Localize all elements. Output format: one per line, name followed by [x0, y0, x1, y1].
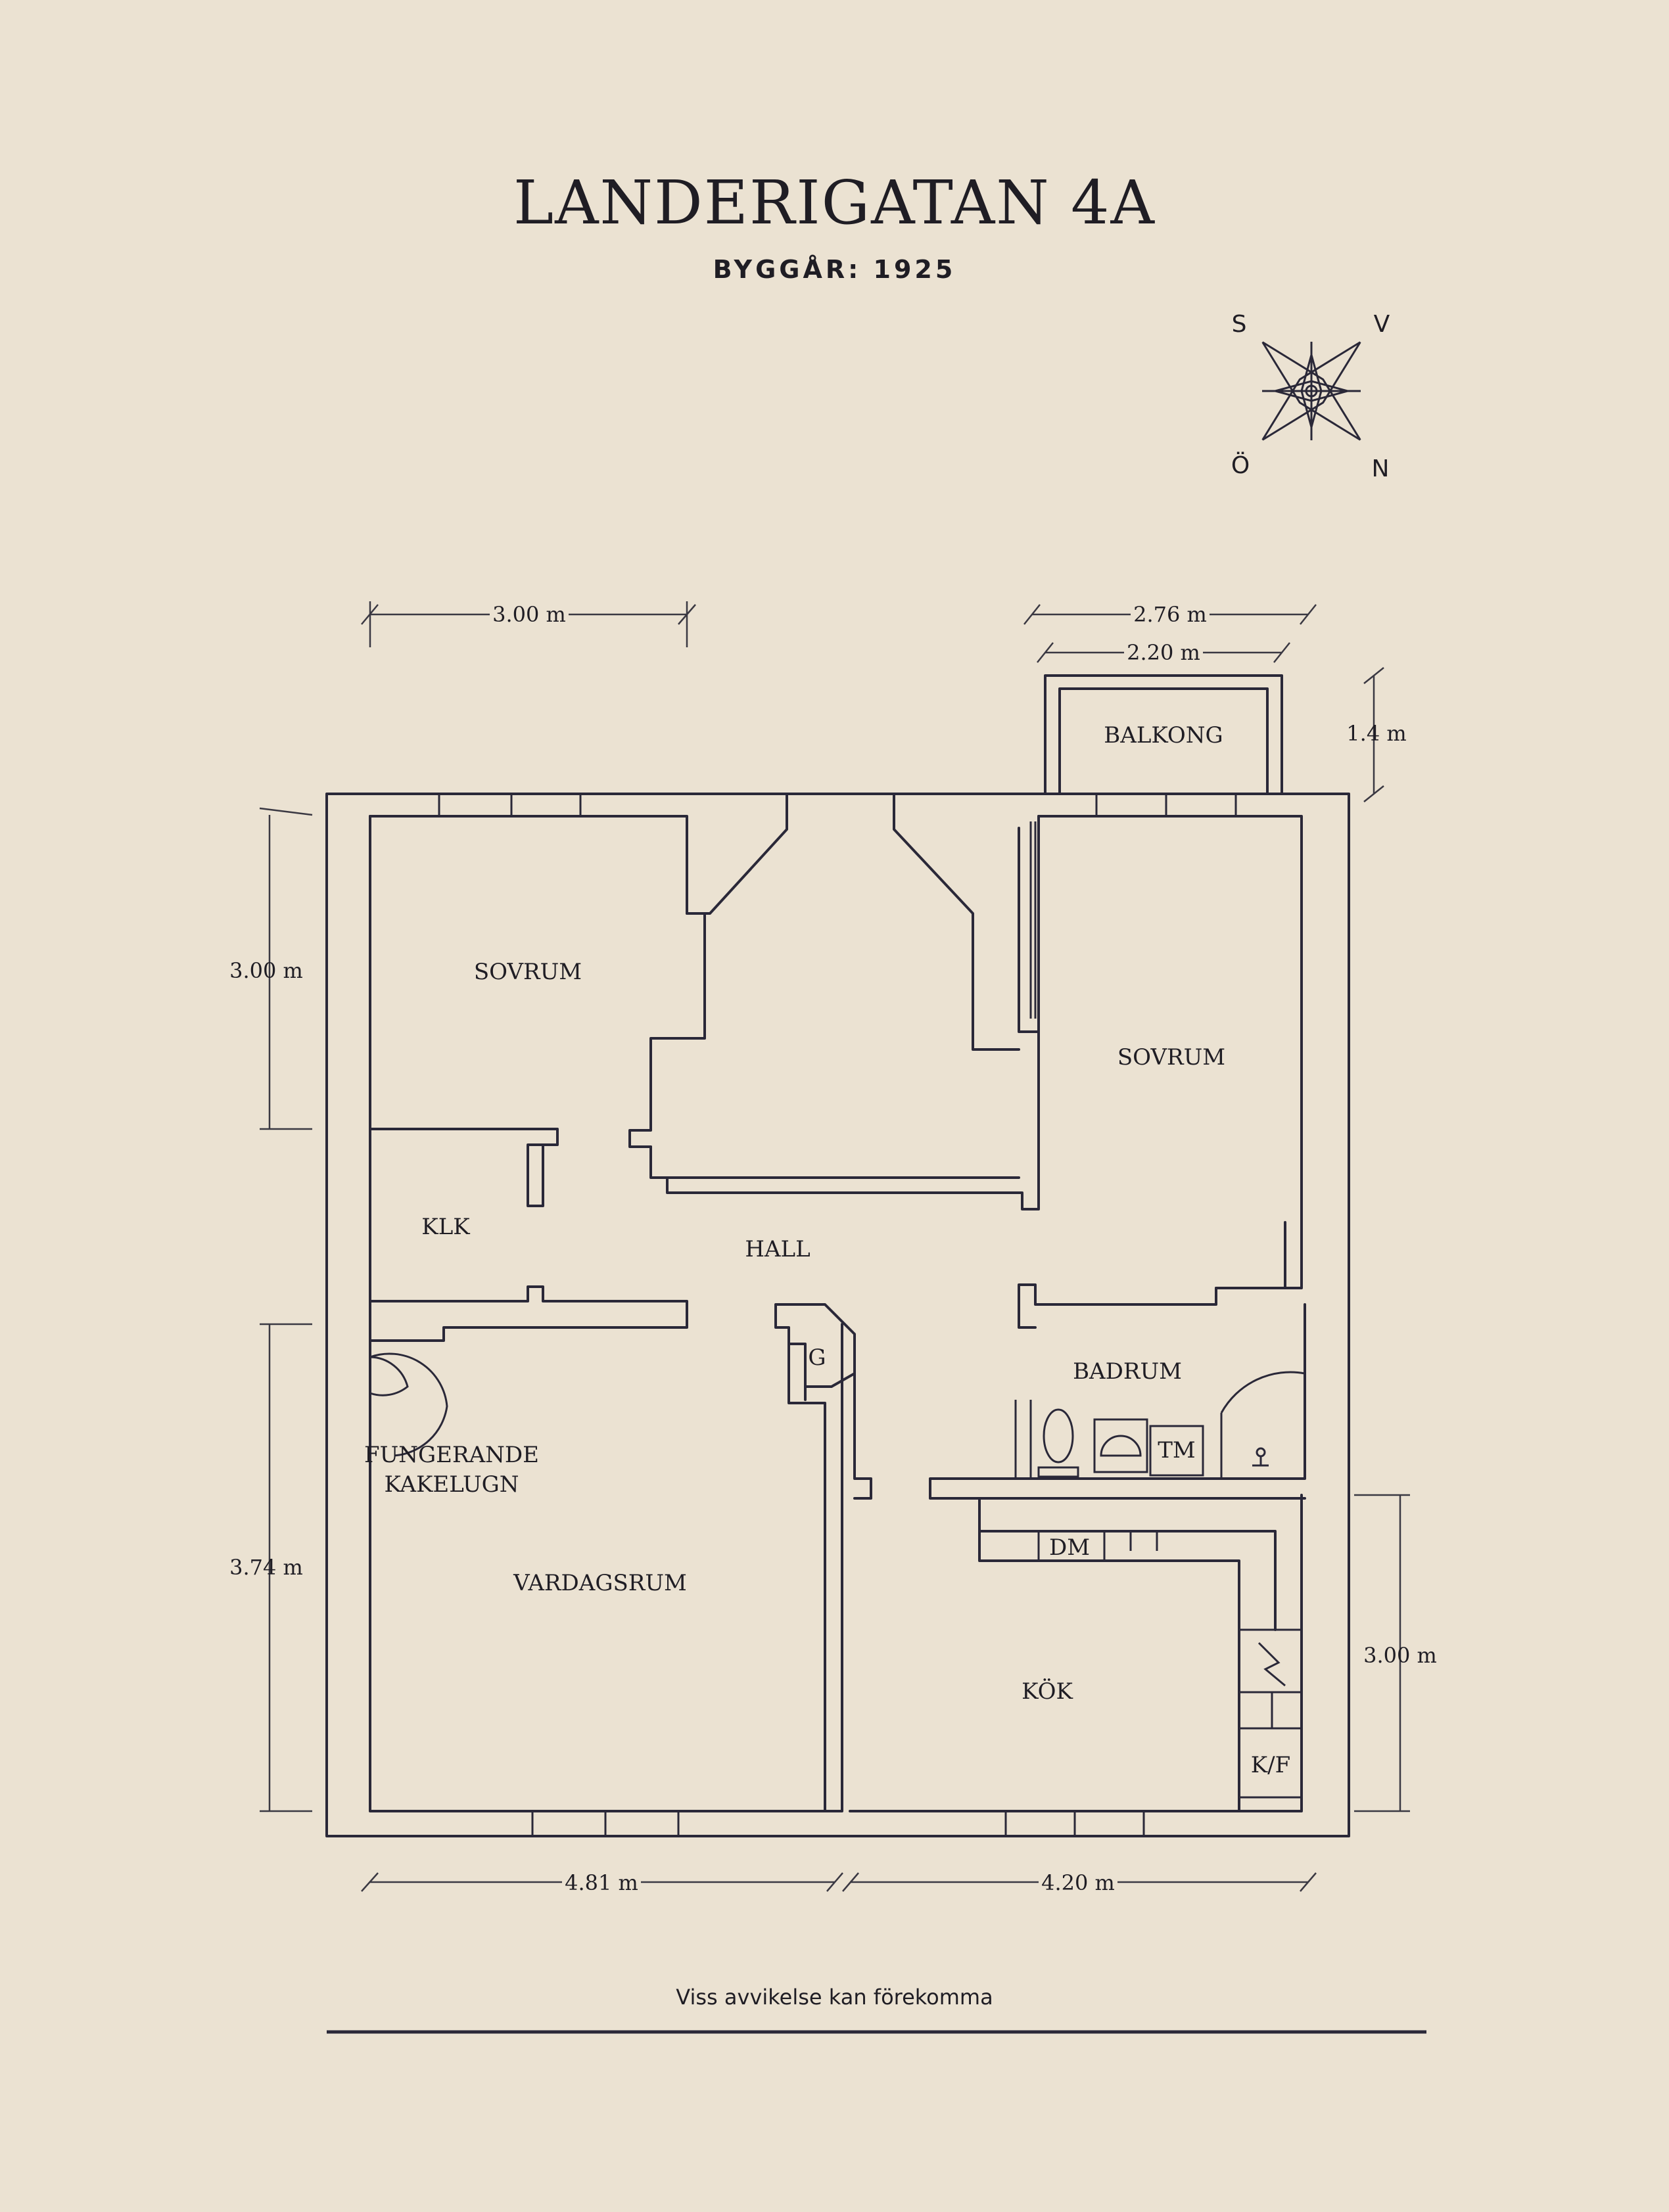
sovrum-left-walls	[369, 815, 688, 915]
dim-balcony-width: 2.20 m	[1127, 640, 1200, 665]
label-vardagsrum: VARDAGSRUM	[513, 1570, 687, 1596]
label-tm: TM	[1158, 1437, 1196, 1463]
compass-s: S	[1232, 311, 1247, 338]
label-g: G	[808, 1345, 826, 1371]
compass-icon	[1261, 341, 1361, 441]
balcony	[1044, 674, 1283, 795]
label-sovrum-left: SOVRUM	[474, 959, 582, 985]
label-balkong: BALKONG	[1104, 722, 1223, 749]
dim-left-lower: 3.74 m	[229, 1555, 303, 1580]
compass-v: V	[1374, 311, 1390, 338]
dim-left-upper: 3.00 m	[229, 958, 303, 983]
label-kakelugn-1: FUNGERANDE	[364, 1442, 539, 1468]
compass-o: Ö	[1231, 451, 1250, 479]
label-dm: DM	[1049, 1534, 1090, 1561]
outer-walls	[325, 793, 1350, 1837]
label-kakelugn-2: KAKELUGN	[384, 1471, 519, 1498]
label-kf: K/F	[1251, 1752, 1290, 1778]
kakelugn-icon	[369, 1352, 448, 1457]
label-sovrum-right: SOVRUM	[1117, 1044, 1225, 1071]
windows	[438, 793, 1237, 1837]
dim-top-right: 2.76 m	[1133, 602, 1207, 627]
dim-balcony-depth: 1.4 m	[1346, 721, 1406, 746]
label-kok: KÖK	[1022, 1678, 1073, 1705]
compass-n: N	[1372, 455, 1390, 482]
dim-bottom-left: 4.81 m	[565, 1870, 638, 1895]
dim-right-lower: 3.00 m	[1363, 1643, 1437, 1668]
build-year: BYGGÅR: 1925	[713, 255, 956, 284]
label-klk: KLK	[421, 1214, 470, 1240]
label-hall: HALL	[745, 1236, 810, 1262]
page-title: LANDERIGATAN 4A	[513, 168, 1156, 238]
dim-top-left: 3.00 m	[492, 602, 566, 627]
disclaimer-note: Viss avvikelse kan förekomma	[676, 1985, 993, 2010]
dim-bottom-right: 4.20 m	[1041, 1870, 1115, 1895]
label-badrum: BADRUM	[1073, 1358, 1182, 1385]
